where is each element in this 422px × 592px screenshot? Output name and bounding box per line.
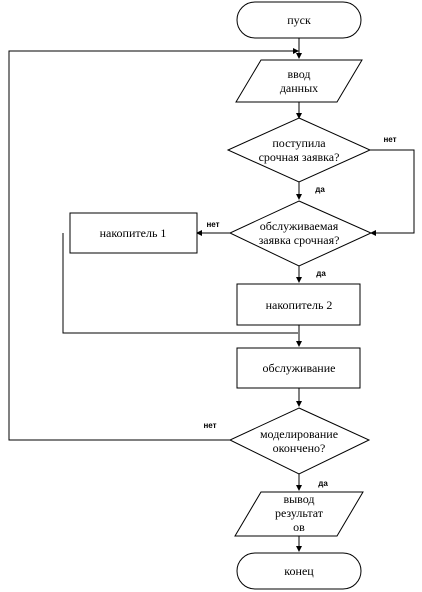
end-terminator — [236, 552, 362, 590]
edge-buffer1-merge — [62, 233, 298, 334]
input-label-line1: ввод — [287, 67, 310, 81]
edge-label-no-decision3: нет — [203, 421, 216, 430]
output-label-line3: ов — [293, 520, 305, 534]
service-box — [236, 347, 361, 389]
edge-decision1-no — [370, 149, 415, 236]
input-parallelogram — [235, 59, 363, 103]
edge-label-yes-decision3: да — [318, 479, 328, 488]
urgent-arrived-label-line2: срочная заявка? — [259, 150, 340, 164]
edge-decision3-no — [8, 48, 299, 441]
edge-label-yes-decision2: да — [316, 269, 326, 278]
end-label: конец — [284, 564, 314, 578]
buffer1-box — [69, 212, 198, 254]
start-terminator — [236, 1, 362, 39]
served-urgent-decision — [228, 200, 373, 267]
edge-label-no-decision2: нет — [206, 220, 219, 229]
buffer1-label: накопитель 1 — [100, 226, 167, 240]
urgent-arrived-label-line1: поступила — [272, 136, 326, 150]
modeling-done-label-line2: окончено? — [273, 441, 326, 455]
served-urgent-label-line2: заявка срочная? — [259, 233, 340, 247]
input-label-line2: данных — [280, 81, 318, 95]
edge-label-yes-decision1: да — [315, 185, 325, 194]
service-label: обслуживание — [263, 361, 336, 375]
buffer2-box — [236, 283, 361, 326]
output-label-line1: вывод — [283, 492, 314, 506]
urgent-arrived-decision — [226, 117, 372, 183]
edge-label-no-decision1: нет — [383, 135, 396, 144]
modeling-done-label-line1: моделирование — [260, 427, 338, 441]
modeling-done-decision — [228, 407, 371, 475]
served-urgent-label-line1: обслуживаемая — [260, 219, 339, 233]
start-label: пуск — [287, 13, 311, 27]
buffer2-label: накопитель 2 — [266, 298, 333, 312]
output-label-line2: результат — [275, 506, 324, 520]
output-parallelogram — [234, 491, 364, 537]
